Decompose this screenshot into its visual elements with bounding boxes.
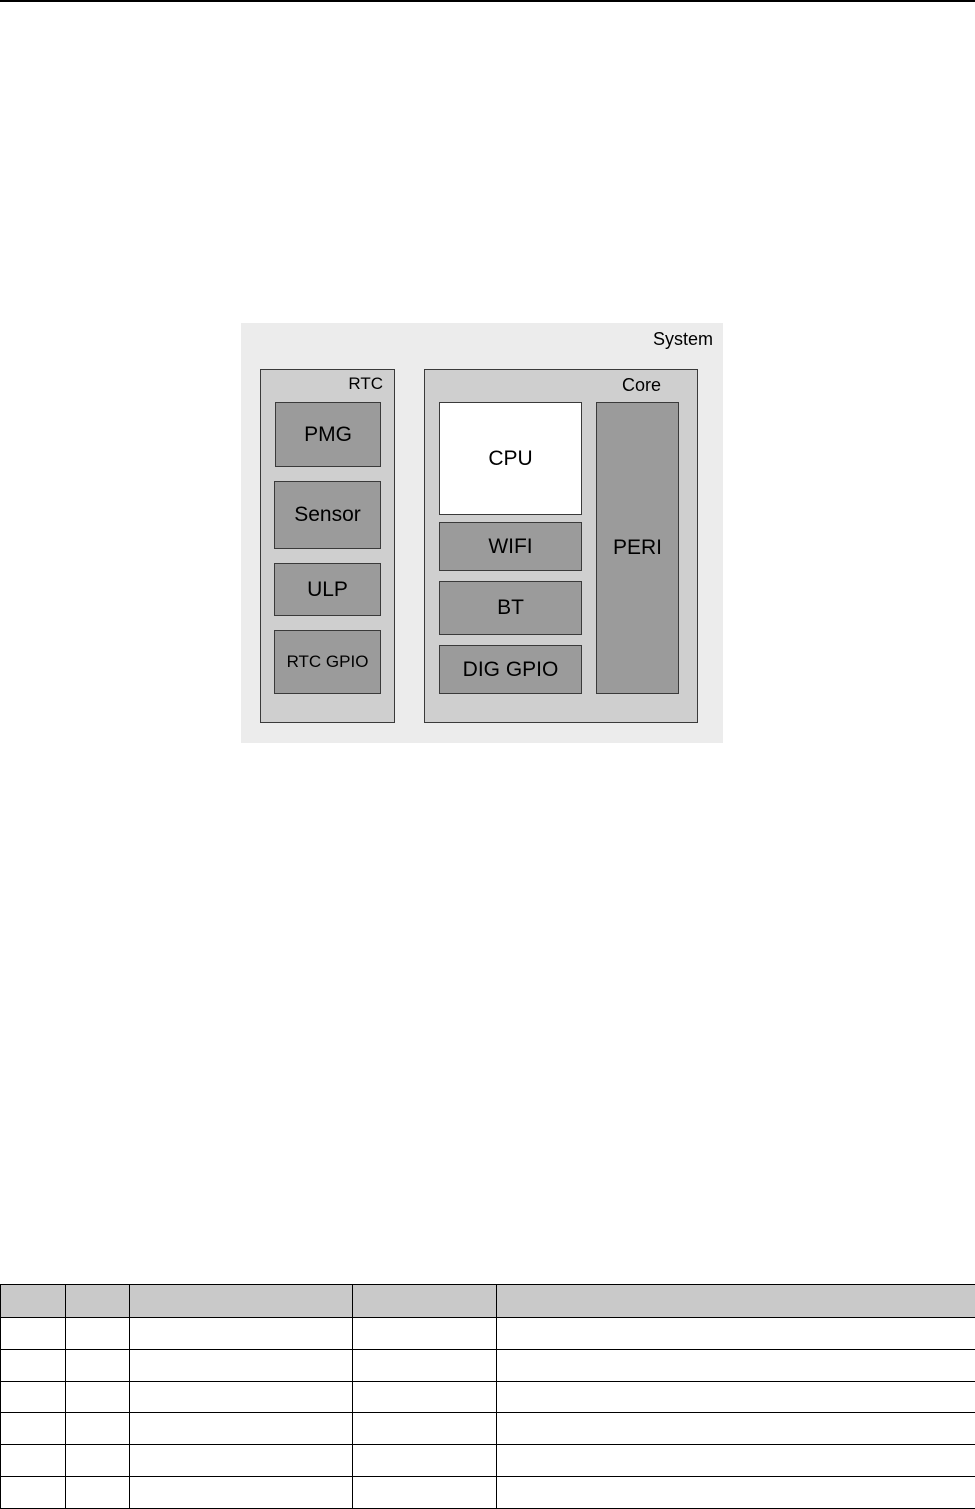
sensor-block: Sensor	[274, 481, 381, 549]
table-cell	[497, 1318, 975, 1350]
ulp-block: ULP	[274, 563, 381, 616]
table-cell	[130, 1318, 353, 1350]
table-cell	[497, 1413, 975, 1445]
table-header-cell	[66, 1285, 130, 1318]
table-cell	[1, 1476, 66, 1508]
table-cell	[1, 1381, 66, 1413]
table-cell	[497, 1445, 975, 1477]
table-cell	[353, 1318, 497, 1350]
table-cell	[1, 1413, 66, 1445]
table-header-cell	[130, 1285, 353, 1318]
table-header-cell	[353, 1285, 497, 1318]
table-cell	[66, 1413, 130, 1445]
table-cell	[353, 1476, 497, 1508]
table-header-cell	[497, 1285, 975, 1318]
rtc-label: RTC	[348, 374, 383, 394]
table-header-row	[1, 1285, 975, 1318]
table-cell	[353, 1381, 497, 1413]
table-cell	[130, 1413, 353, 1445]
table-cell	[130, 1381, 353, 1413]
table-cell	[497, 1349, 975, 1381]
cpu-block: CPU	[439, 402, 582, 515]
table-cell	[353, 1413, 497, 1445]
peri-block: PERI	[596, 402, 679, 694]
table-row	[1, 1413, 975, 1445]
dig-gpio-block: DIG GPIO	[439, 645, 582, 694]
table-row	[1, 1349, 975, 1381]
table-cell	[66, 1318, 130, 1350]
table-cell	[66, 1381, 130, 1413]
rtc-gpio-block: RTC GPIO	[274, 630, 381, 694]
table-row	[1, 1318, 975, 1350]
table-cell	[1, 1445, 66, 1477]
table-row	[1, 1381, 975, 1413]
table-cell	[353, 1445, 497, 1477]
table-cell	[66, 1445, 130, 1477]
table-cell	[497, 1381, 975, 1413]
table-cell	[1, 1318, 66, 1350]
core-label: Core	[622, 375, 661, 396]
table-cell	[497, 1476, 975, 1508]
bt-block: BT	[439, 581, 582, 635]
table-cell	[130, 1476, 353, 1508]
table-header-cell	[1, 1285, 66, 1318]
pmg-block: PMG	[275, 402, 381, 467]
table-cell	[1, 1349, 66, 1381]
table-cell	[130, 1349, 353, 1381]
table-cell	[66, 1476, 130, 1508]
table-cell	[130, 1445, 353, 1477]
table-cell	[353, 1349, 497, 1381]
data-table	[0, 1284, 975, 1509]
table-row	[1, 1445, 975, 1477]
wifi-block: WIFI	[439, 522, 582, 571]
page-top-rule	[0, 0, 975, 2]
table-cell	[66, 1349, 130, 1381]
table-row	[1, 1476, 975, 1508]
system-label: System	[653, 329, 713, 350]
